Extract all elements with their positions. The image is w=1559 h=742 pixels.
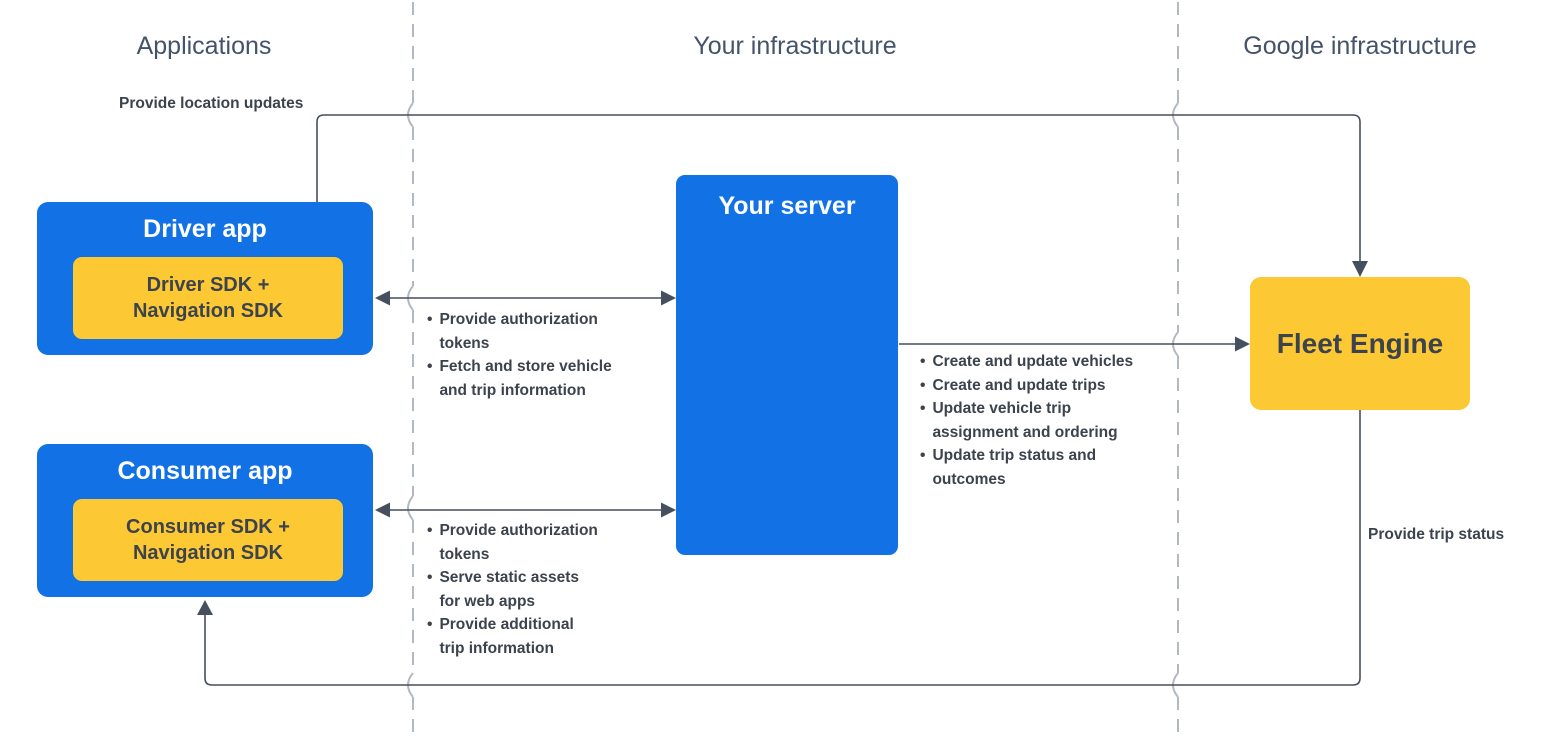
arrow-server-fleet — [899, 336, 1250, 352]
edge-label-provide-location-updates: Provide location updates — [119, 95, 304, 112]
bullet-marker: • — [920, 353, 926, 370]
arrow-fleet-to-consumer — [197, 410, 1361, 686]
bullet-item: • Provide authorization tokens — [427, 308, 672, 355]
bullet-list-driver-server: • Provide authorization tokens • Fetch a… — [427, 308, 672, 402]
bullet-item: • Create and update trips — [920, 374, 1185, 398]
driver-app-title: Driver app — [143, 215, 267, 243]
your-server-title: Your server — [718, 192, 856, 220]
bullet-marker: • — [920, 447, 926, 464]
bullet-marker: • — [427, 522, 433, 539]
bullet-list-consumer-server: • Provide authorization tokens • Serve s… — [427, 519, 672, 660]
arrow-consumer-server — [375, 502, 676, 518]
bullet-marker: • — [427, 616, 433, 633]
bullet-item: • Create and update vehicles — [920, 350, 1185, 374]
column-header-google-infrastructure: Google infrastructure — [1243, 32, 1477, 60]
bullet-item: • Update trip status and outcomes — [920, 444, 1185, 491]
bullet-marker: • — [427, 358, 433, 375]
column-divider-left — [407, 2, 414, 736]
bullet-item: • Update vehicle trip assignment and ord… — [920, 397, 1185, 444]
node-your-server: Your server — [676, 175, 898, 555]
arrow-driver-server — [375, 290, 676, 306]
fleet-engine-title: Fleet Engine — [1276, 327, 1444, 359]
node-fleet-engine: Fleet Engine — [1250, 277, 1470, 410]
column-header-your-infrastructure: Your infrastructure — [693, 32, 897, 60]
node-driver-app: Driver app Driver SDK + Navigation SDK — [37, 202, 373, 355]
driver-sdk-box: Driver SDK + Navigation SDK — [73, 257, 343, 339]
arrow-driver-to-fleet — [316, 114, 1368, 277]
edge-label-provide-trip-status: Provide trip status — [1368, 526, 1505, 543]
bullet-marker: • — [427, 311, 433, 328]
bullet-list-server-fleet: • Create and update vehicles • Create an… — [920, 350, 1185, 491]
bullet-item: • Provide additional trip information — [427, 613, 672, 660]
consumer-sdk-box: Consumer SDK + Navigation SDK — [73, 499, 343, 581]
bullet-marker: • — [920, 400, 926, 417]
bullet-marker: • — [920, 376, 926, 394]
bullet-marker: • — [427, 569, 433, 586]
bullet-item: • Provide authorization tokens — [427, 519, 672, 566]
node-consumer-app: Consumer app Consumer SDK + Navigation S… — [37, 444, 373, 597]
bullet-item: • Fetch and store vehicle and trip infor… — [427, 355, 672, 402]
consumer-app-title: Consumer app — [117, 457, 293, 485]
bullet-item: • Serve static assets for web apps — [427, 566, 672, 613]
column-header-applications: Applications — [136, 32, 272, 60]
